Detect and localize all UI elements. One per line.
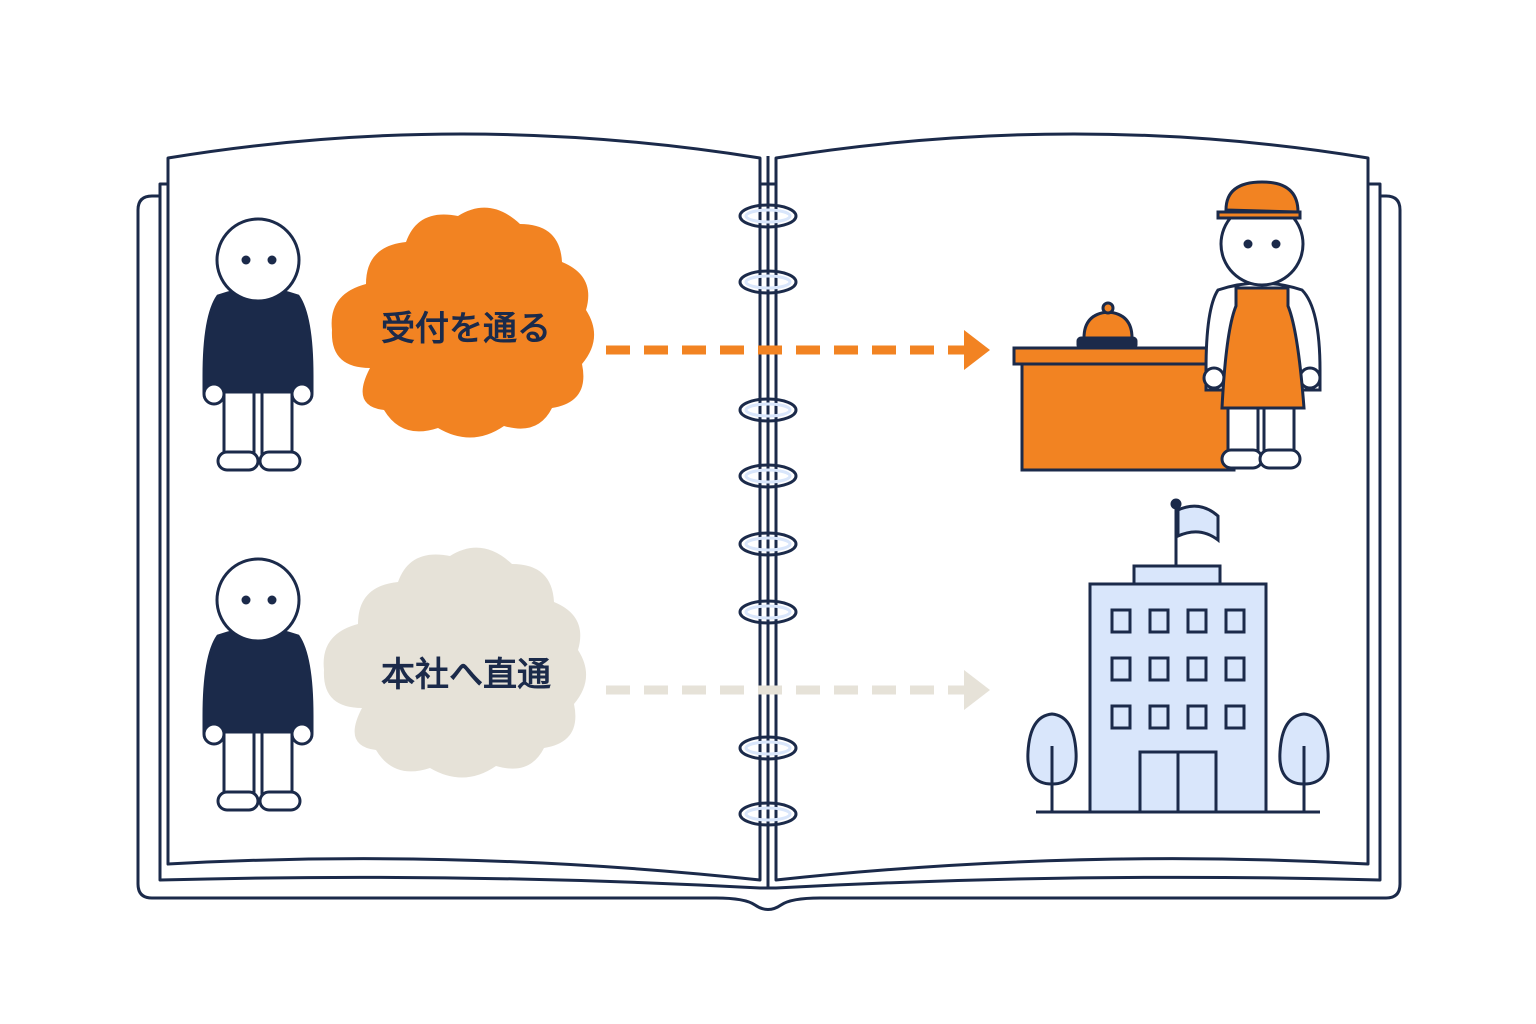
apron [1220,286,1306,410]
spiral-ring [738,531,798,557]
flag-icon [1170,498,1220,566]
cap-icon [1216,180,1302,220]
route-label-reception: 受付を通る [381,309,551,349]
spiral-ring [738,397,798,423]
spiral-ring [738,203,798,229]
route-arrow-direct-head [964,670,990,710]
receptionist-person [1202,180,1322,470]
route-reception: 受付を通る [331,207,990,438]
spiral-ring [738,801,798,827]
spiral-binding [738,203,798,827]
route-arrow-reception-head [964,330,990,370]
spiral-ring [738,269,798,295]
tree-icon [1026,712,1078,812]
reception-desk [1012,180,1322,472]
tree-icon [1278,712,1330,812]
route-label-direct: 本社へ直通 [381,655,551,695]
reception-desk-body [1020,362,1236,472]
service-bell-icon [1076,301,1138,350]
spiral-ring [738,463,798,489]
headquarters-building [1026,498,1330,814]
spiral-ring [738,735,798,761]
building-windows [1110,608,1246,730]
spiral-ring [738,599,798,625]
route-direct: 本社へ直通 [323,547,990,778]
